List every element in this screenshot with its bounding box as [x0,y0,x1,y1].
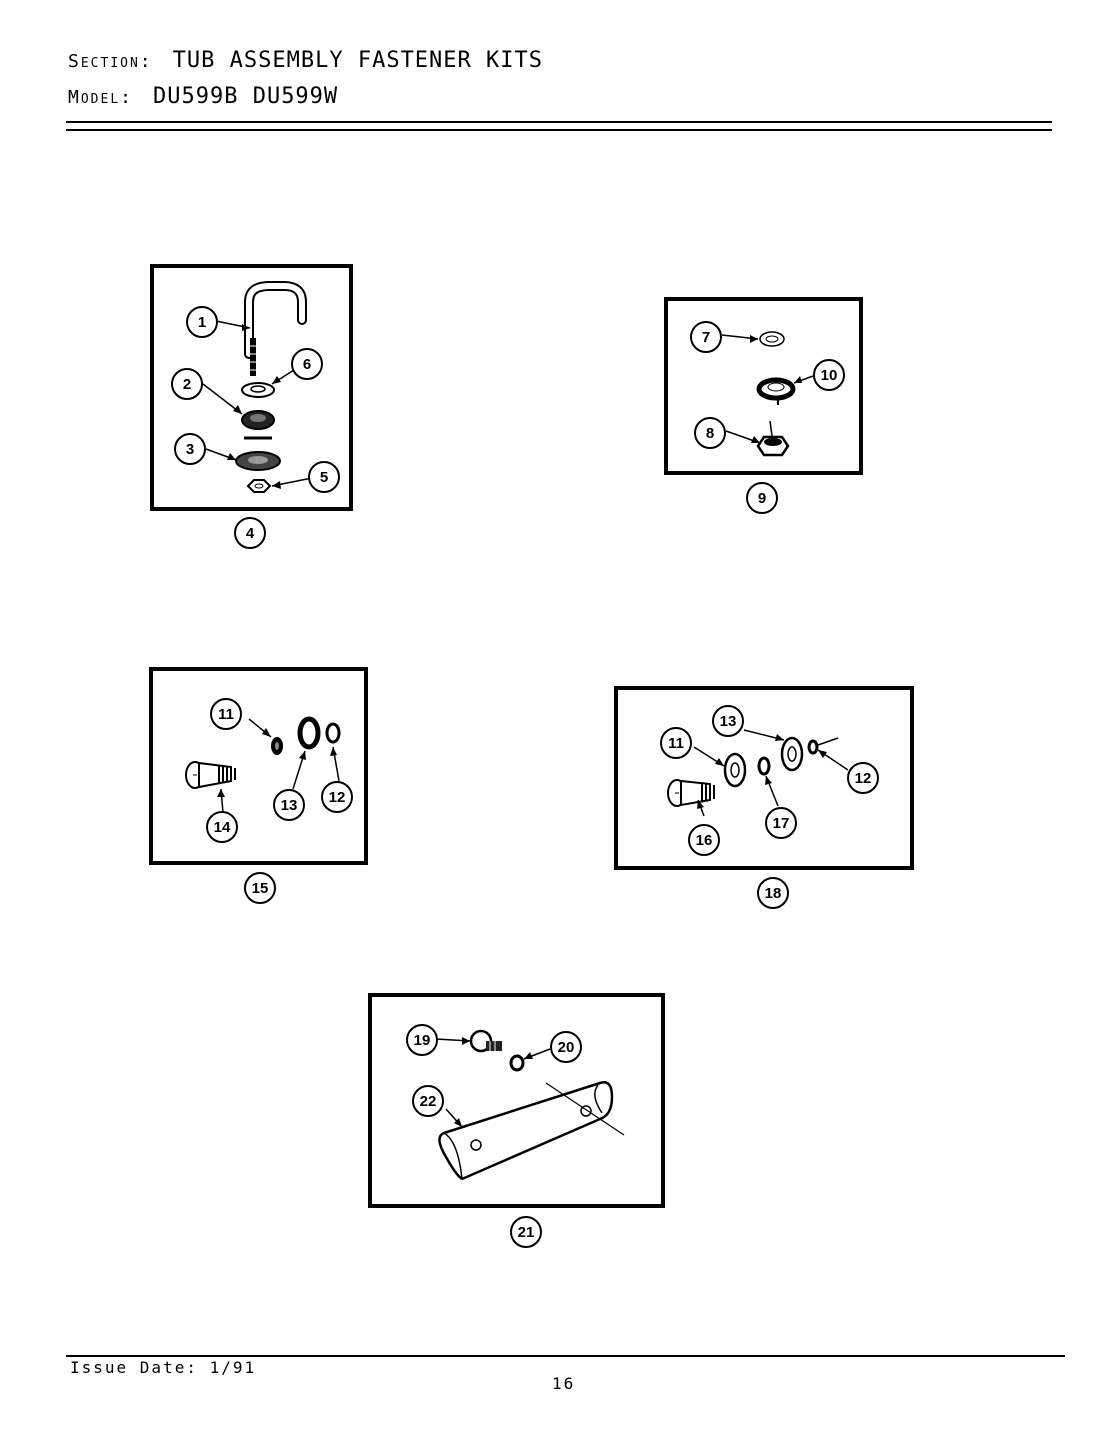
kit-9-diagram: 7 8 10 [664,297,863,475]
part-callout: 11 [660,727,692,759]
page-number: 16 [552,1374,576,1393]
part-callout: 17 [765,807,797,839]
header-rule-top [66,121,1052,123]
part-callout: 6 [291,348,323,380]
part-callout: 12 [847,762,879,794]
kit-21-diagram: 19 20 22 [368,993,665,1208]
issue-date: Issue Date: 1/91 [70,1358,257,1377]
kit-15-illustration [185,716,341,814]
kit-15-diagram: 11 12 13 14 [149,667,368,865]
part-callout: 12 [321,781,353,813]
part-callout: 20 [550,1031,582,1063]
kit-number-21: 21 [510,1216,542,1248]
part-callout: 3 [174,433,206,465]
kit-4-diagram: 1 2 3 5 6 [150,264,353,511]
part-callout: 19 [406,1024,438,1056]
part-callout: 1 [186,306,218,338]
kit-21-illustration [435,1029,625,1181]
kit-number-15: 15 [244,872,276,904]
header-rule-bottom [66,129,1052,131]
kit-number-18: 18 [757,877,789,909]
part-callout: 7 [690,321,722,353]
footer-rule [66,1355,1065,1357]
kit-9-illustration [721,331,814,457]
part-callout: 13 [712,705,744,737]
part-callout: 8 [694,417,726,449]
model-numbers: DU599B DU599W [152,84,339,109]
kit-18-illustration [667,729,849,817]
section-label: Section: [68,51,153,72]
model-line: Model: DU599B DU599W [68,84,338,109]
kit-18-diagram: 11 12 13 17 16 [614,686,914,870]
section-line: Section: TUB ASSEMBLY FASTENER KITS [68,48,543,73]
part-callout: 13 [273,789,305,821]
part-callout: 2 [171,368,203,400]
kit-number-9: 9 [746,482,778,514]
part-callout: 11 [210,698,242,730]
kit-number-4: 4 [234,517,266,549]
part-callout: 14 [206,811,238,843]
model-label: Model: [68,87,133,108]
part-callout: 10 [813,359,845,391]
section-title: TUB ASSEMBLY FASTENER KITS [172,48,544,73]
part-callout: 22 [412,1085,444,1117]
kit-4-illustration [202,281,313,493]
part-callout: 16 [688,824,720,856]
part-callout: 5 [308,461,340,493]
